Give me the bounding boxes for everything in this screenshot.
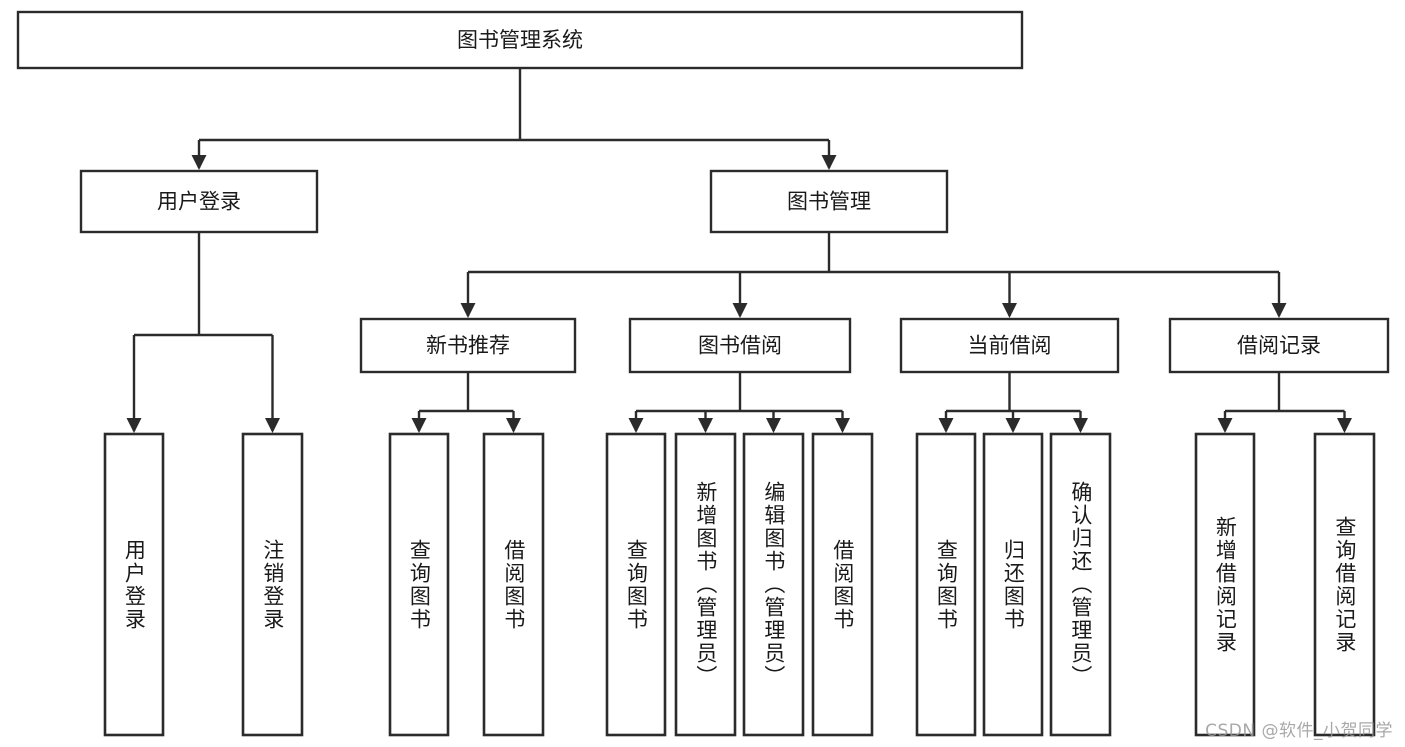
node-book-management[interactable] bbox=[709, 169, 949, 234]
node-box-book-management[interactable] bbox=[709, 169, 949, 234]
node-label-borrow-records: 借阅记录 bbox=[1237, 334, 1321, 358]
node-add-borrow-record[interactable] bbox=[1194, 432, 1256, 737]
watermark-text: CSDN @软件_小贺同学 bbox=[1205, 721, 1393, 741]
connector-arrowhead bbox=[732, 303, 748, 318]
node-box-borrow-book-recommend[interactable] bbox=[482, 432, 545, 737]
connector-arrowhead bbox=[460, 303, 476, 318]
node-current-borrow[interactable] bbox=[899, 317, 1120, 374]
connector-arrowhead bbox=[1005, 418, 1021, 433]
node-label-root: 图书管理系统 bbox=[457, 28, 583, 52]
node-return-book[interactable] bbox=[982, 432, 1044, 737]
node-box-root[interactable] bbox=[16, 10, 1024, 70]
node-new-book-recommend[interactable] bbox=[359, 317, 577, 374]
node-box-new-book-recommend[interactable] bbox=[359, 317, 577, 374]
node-label-book-borrow: 图书借阅 bbox=[698, 334, 782, 358]
node-label-current-borrow: 当前借阅 bbox=[968, 334, 1052, 358]
connector-arrowhead bbox=[1271, 303, 1287, 318]
node-box-user-login[interactable] bbox=[79, 169, 319, 234]
connector-arrowhead bbox=[835, 418, 850, 433]
node-edit-book-admin[interactable] bbox=[742, 432, 805, 737]
connector-arrowhead bbox=[698, 418, 713, 433]
node-user-login-do[interactable] bbox=[103, 432, 165, 737]
connector-arrowhead bbox=[265, 418, 280, 433]
node-user-logout[interactable] bbox=[241, 432, 304, 737]
node-box-add-book-admin[interactable] bbox=[674, 432, 737, 737]
node-book-borrow[interactable] bbox=[628, 317, 852, 374]
node-borrow-records[interactable] bbox=[1168, 317, 1390, 374]
node-box-user-login-do[interactable] bbox=[103, 432, 165, 737]
node-borrow-book-recommend[interactable] bbox=[482, 432, 545, 737]
connector-arrowhead bbox=[766, 418, 781, 433]
connector-arrowhead bbox=[1337, 418, 1352, 433]
node-query-book-recommend[interactable] bbox=[388, 432, 450, 737]
connector-arrowhead bbox=[1217, 418, 1233, 433]
node-root[interactable] bbox=[16, 10, 1024, 70]
connector-arrowhead bbox=[411, 418, 427, 433]
connector-arrowhead bbox=[191, 155, 207, 170]
node-query-book-current[interactable] bbox=[915, 432, 977, 737]
connector-arrowhead bbox=[1002, 303, 1017, 318]
node-box-query-borrow-record[interactable] bbox=[1313, 432, 1376, 737]
node-box-edit-book-admin[interactable] bbox=[742, 432, 805, 737]
connector-arrowhead bbox=[126, 418, 142, 433]
node-box-current-borrow[interactable] bbox=[899, 317, 1120, 374]
node-confirm-return-admin[interactable] bbox=[1049, 432, 1112, 737]
connector-arrowhead bbox=[628, 418, 644, 433]
node-query-book-borrow[interactable] bbox=[605, 432, 667, 737]
node-box-add-borrow-record[interactable] bbox=[1194, 432, 1256, 737]
node-add-book-admin[interactable] bbox=[674, 432, 737, 737]
node-box-book-borrow[interactable] bbox=[628, 317, 852, 374]
node-box-confirm-return-admin[interactable] bbox=[1049, 432, 1112, 737]
connector-arrowhead bbox=[1073, 418, 1088, 433]
connector-arrowhead bbox=[821, 155, 837, 170]
node-box-query-book-borrow[interactable] bbox=[605, 432, 667, 737]
node-box-borrow-records[interactable] bbox=[1168, 317, 1390, 374]
node-box-user-logout[interactable] bbox=[241, 432, 304, 737]
node-label-new-book-recommend: 新书推荐 bbox=[426, 334, 510, 358]
connector-arrowhead bbox=[506, 418, 521, 433]
node-box-borrow-book-action[interactable] bbox=[811, 432, 874, 737]
node-box-return-book[interactable] bbox=[982, 432, 1044, 737]
node-label-book-management: 图书管理 bbox=[787, 190, 871, 214]
node-box-query-book-recommend[interactable] bbox=[388, 432, 450, 737]
node-label-user-login: 用户登录 bbox=[157, 190, 241, 214]
node-query-borrow-record[interactable] bbox=[1313, 432, 1376, 737]
node-user-login[interactable] bbox=[79, 169, 319, 234]
connector-arrowhead bbox=[938, 418, 954, 433]
node-box-query-book-current[interactable] bbox=[915, 432, 977, 737]
node-borrow-book-action[interactable] bbox=[811, 432, 874, 737]
